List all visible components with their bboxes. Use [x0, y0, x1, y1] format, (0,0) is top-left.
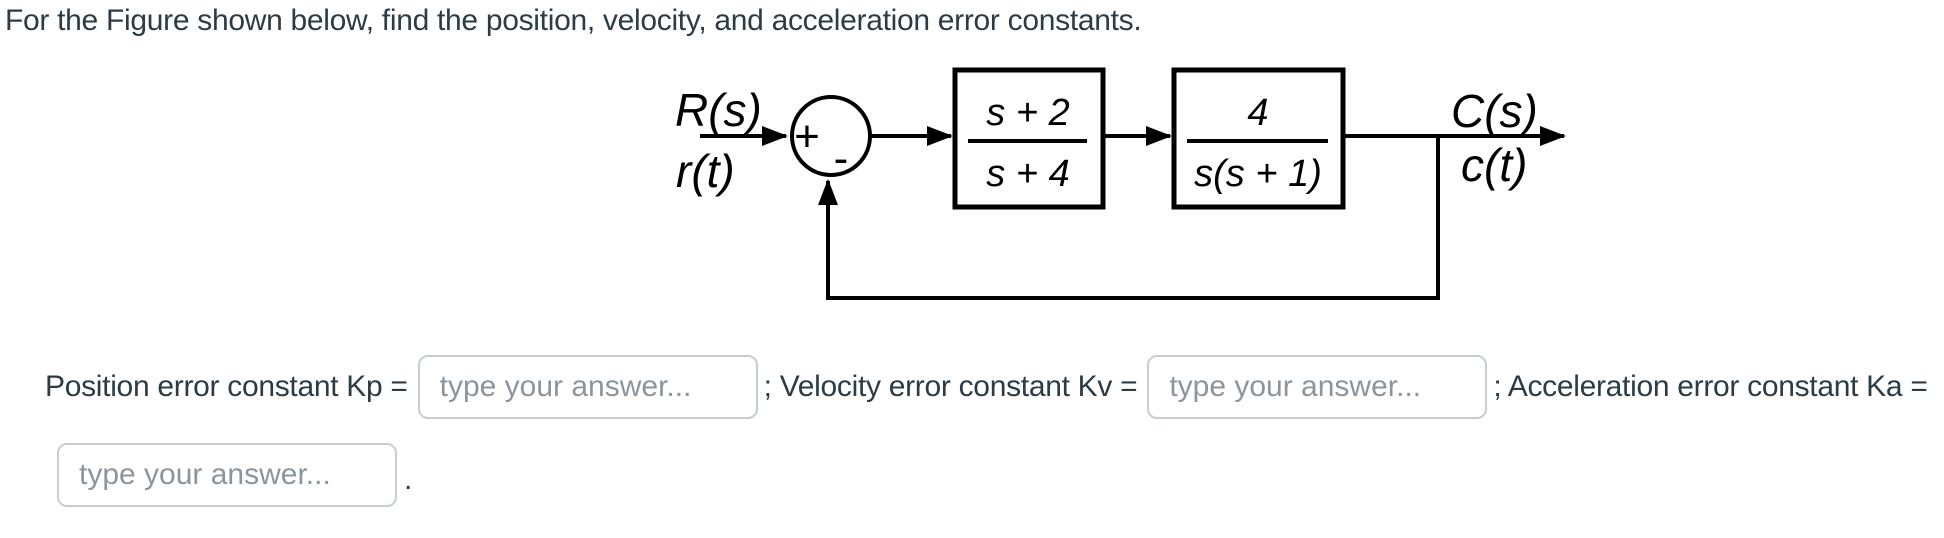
transfer-block-1 — [952, 67, 1106, 210]
block-diagram: R(s) r(t) + - s + 2 s + 4 4 s(s + 1) C(s… — [675, 67, 1566, 300]
output-signal-label-laplace: C(s) — [1451, 85, 1538, 137]
answer-row-2: . — [57, 443, 412, 507]
position-error-input[interactable] — [417, 355, 758, 419]
input-signal-label-time: r(t) — [676, 145, 735, 197]
sentence-period: . — [404, 463, 413, 496]
position-error-label: Position error constant Kp = — [45, 370, 408, 403]
velocity-error-label: ; Velocity error constant Kv = — [763, 370, 1138, 403]
feedback-path — [818, 136, 1440, 300]
output-signal-label-time: c(t) — [1461, 139, 1527, 191]
summing-plus-sign: + — [794, 112, 820, 161]
block-2-numerator: 4 — [1247, 92, 1268, 134]
input-signal-label-laplace: R(s) — [675, 84, 762, 136]
block-1-denominator: s + 4 — [986, 153, 1069, 195]
acceleration-error-label: ; Acceleration error constant Ka = — [1493, 370, 1928, 403]
block-1-numerator: s + 2 — [986, 92, 1069, 134]
answer-row-1: Position error constant Kp = ; Velocity … — [45, 355, 1928, 419]
transfer-block-2 — [1171, 67, 1346, 210]
question-prompt: For the Figure shown below, find the pos… — [5, 4, 1142, 37]
summing-minus-sign: - — [834, 134, 849, 183]
block-2-denominator: s(s + 1) — [1194, 153, 1322, 195]
velocity-error-input[interactable] — [1147, 355, 1488, 419]
acceleration-error-input[interactable] — [57, 443, 397, 507]
